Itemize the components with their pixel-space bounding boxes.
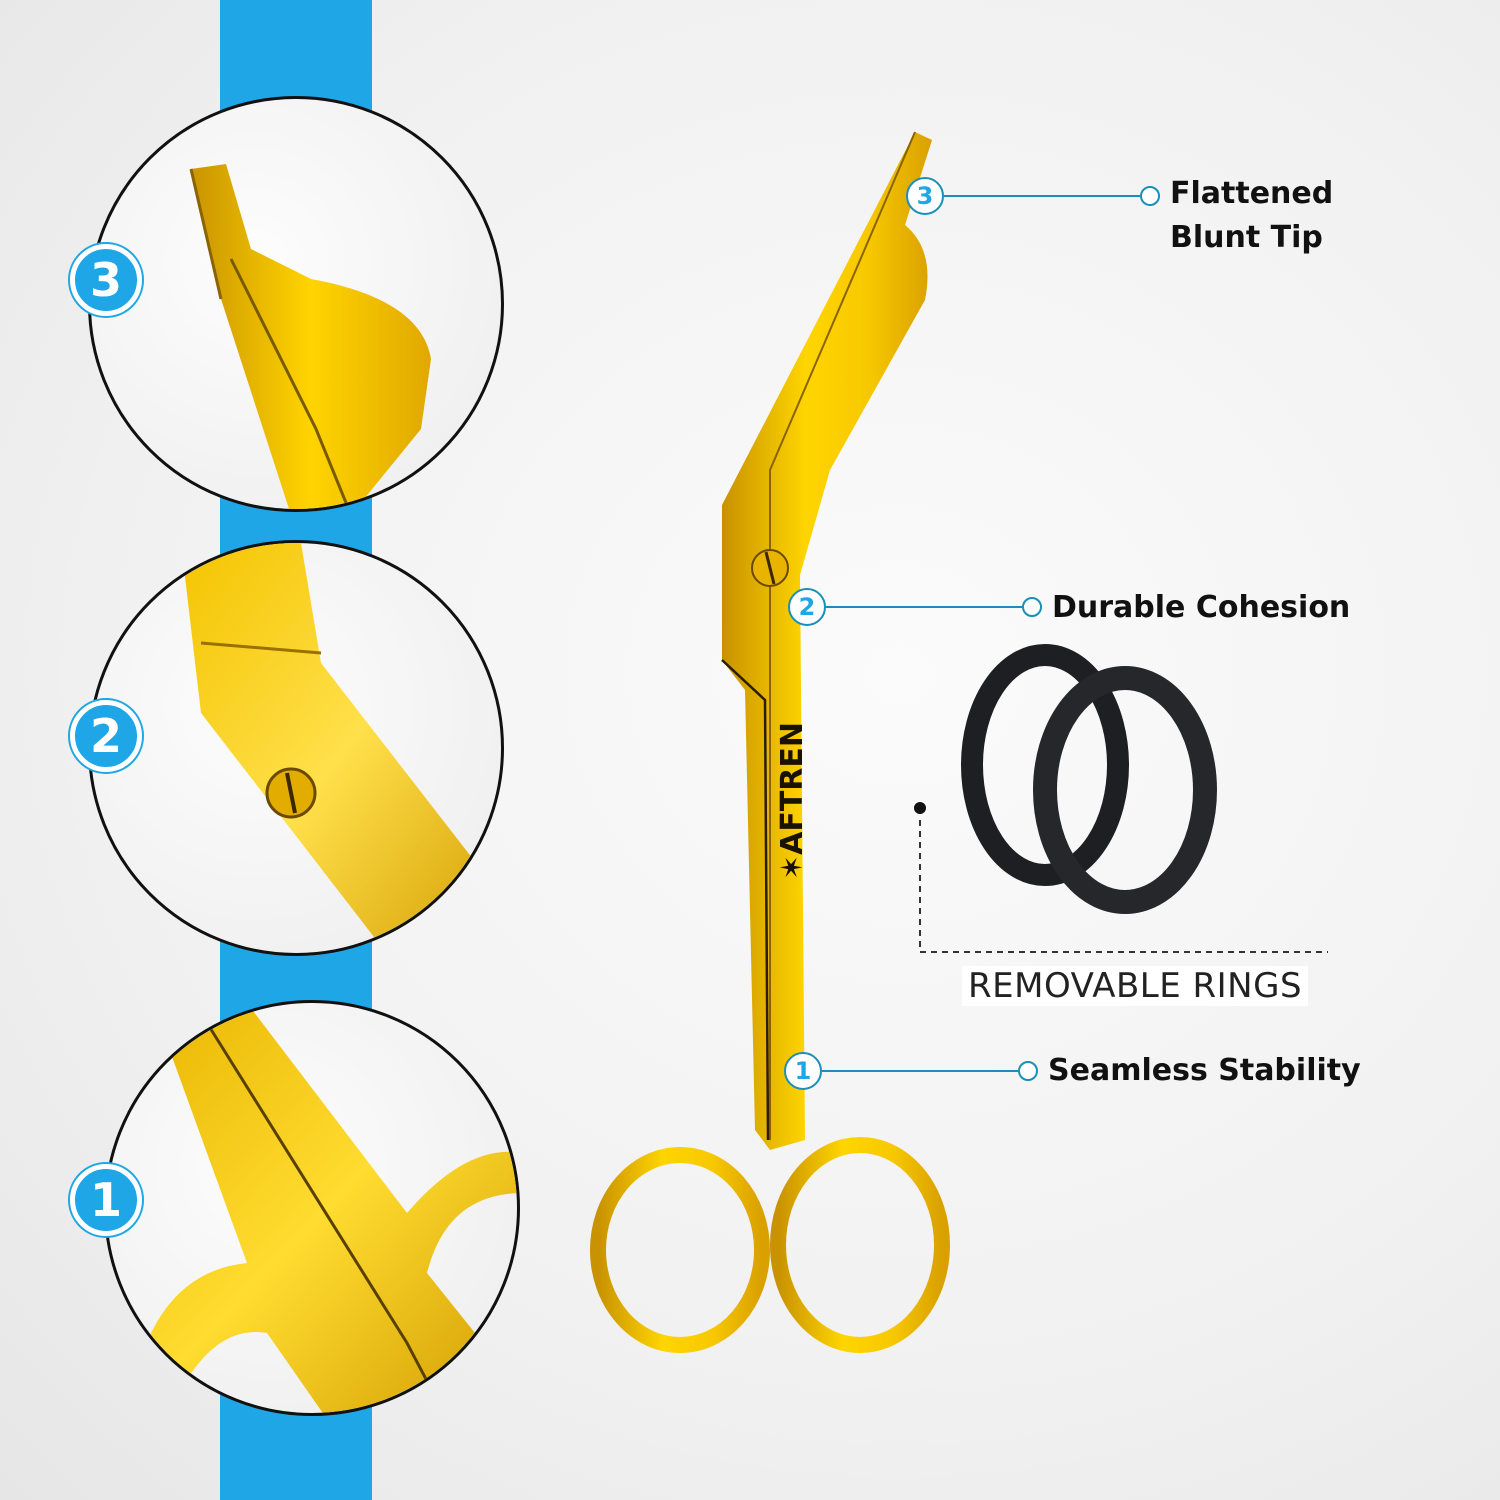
callout-dot-3	[1140, 186, 1160, 206]
scissor-handle-detail	[127, 1003, 517, 1413]
zoom-detail-handle	[104, 1000, 520, 1416]
zoom-badge-2: 2	[70, 700, 142, 772]
callout-label-2: Durable Cohesion	[1052, 590, 1351, 625]
scissor-tip-detail	[189, 164, 431, 509]
callout-label-3-line1: Flattened	[1170, 176, 1334, 211]
callout-label-1: Seamless Stability	[1048, 1053, 1361, 1088]
callout-label-3: Flattened Blunt Tip	[1170, 172, 1333, 260]
brand-logo: ✶AFTREN	[775, 722, 810, 880]
zoom-detail-tip	[88, 96, 504, 512]
callout-label-3-line2: Blunt Tip	[1170, 220, 1323, 255]
scissor-screw-detail	[181, 543, 501, 953]
callout-line-3	[944, 195, 1140, 197]
callout-line-2	[826, 606, 1022, 608]
callout-dot-1	[1018, 1061, 1038, 1081]
removable-rings-label: REMOVABLE RINGS	[962, 966, 1309, 1006]
callout-dot-2	[1022, 597, 1042, 617]
zoom-badge-1: 1	[70, 1164, 142, 1236]
callout-number-2: 2	[788, 588, 826, 626]
callout-number-3: 3	[906, 177, 944, 215]
callout-line-1	[822, 1070, 1018, 1072]
zoom-badge-3: 3	[70, 244, 142, 316]
callout-number-1: 1	[784, 1052, 822, 1090]
